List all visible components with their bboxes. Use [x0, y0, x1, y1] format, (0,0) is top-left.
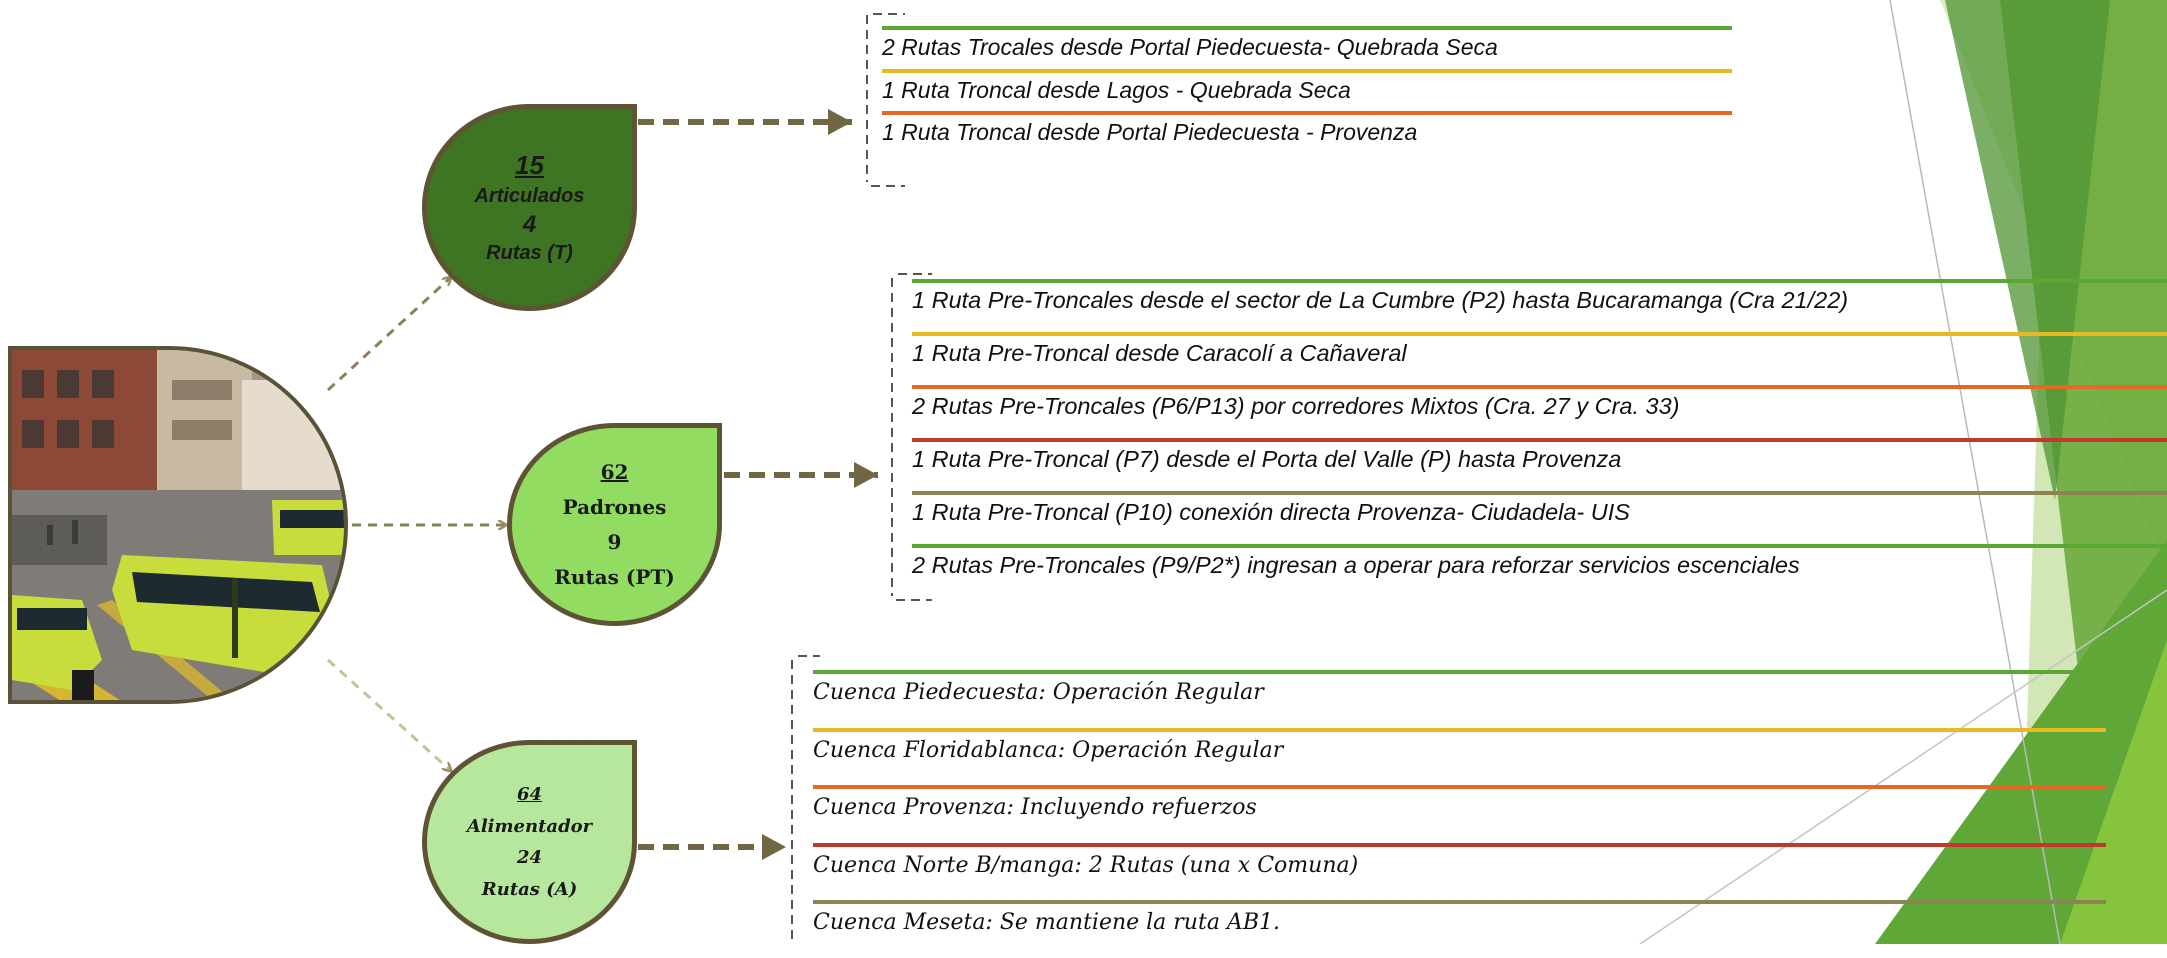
list-item-line	[813, 785, 2106, 789]
list-item-text: 1 Ruta Troncal desde Lagos - Quebrada Se…	[882, 76, 1351, 103]
list-item-line	[912, 332, 2167, 336]
alimentador-count: 64	[516, 784, 543, 805]
padrones-routes-label: Rutas (PT)	[554, 564, 675, 589]
padrones-node: 62 Padrones 9 Rutas (PT)	[507, 423, 722, 626]
list-item: Cuenca Floridablanca: Operación Regular	[813, 727, 2106, 786]
alimentador-routes-count: 24	[516, 847, 543, 868]
list-item-text: 1 Ruta Pre-Troncal desde Caracolí a Caña…	[912, 340, 1407, 366]
list-item-line	[882, 26, 1732, 30]
alimentador-node: 64 Alimentador 24 Rutas (A)	[422, 740, 637, 944]
list-item-line	[813, 842, 2106, 847]
list-item-line	[912, 385, 2167, 389]
list-item-line	[912, 491, 2167, 495]
list-item-text: Cuenca Meseta: Se mantiene la ruta AB1.	[813, 910, 1280, 935]
list-item: 1 Ruta Pre-Troncal desde Caracolí a Caña…	[912, 332, 2167, 385]
list-item-text: Cuenca Norte B/manga: 2 Rutas (una x Com…	[813, 852, 1359, 878]
alimentador-route-list: Cuenca Piedecuesta: Operación Regular Cu…	[813, 670, 2106, 958]
list-item-line	[813, 900, 2106, 904]
list-item-text: 1 Ruta Pre-Troncal (P7) desde el Porta d…	[912, 446, 1622, 472]
list-item-line	[882, 68, 1732, 73]
list-item: Cuenca Meseta: Se mantiene la ruta AB1.	[813, 900, 2106, 958]
list-item-text: Cuenca Piedecuesta: Operación Regular	[813, 680, 1264, 705]
list-item-text: 1 Ruta Pre-Troncales desde el sector de …	[912, 287, 1849, 313]
articulados-routes-count: 4	[522, 210, 537, 238]
list-item: 2 Rutas Trocales desde Portal Piedecuest…	[882, 26, 1732, 69]
list-brackets	[791, 13, 932, 944]
padrones-type: Padrones	[562, 494, 667, 519]
padrones-count: 62	[600, 459, 629, 484]
background-triangles	[1875, 0, 2167, 944]
list-item-text: Cuenca Floridablanca: Operación Regular	[813, 737, 1284, 763]
connector-arrows	[326, 109, 878, 860]
list-item-text: 1 Ruta Pre-Troncal (P10) conexión direct…	[912, 499, 1630, 525]
list-item-text: Cuenca Provenza: Incluyendo refuerzos	[813, 795, 1257, 820]
list-item-line	[882, 111, 1732, 115]
list-item-text: 2 Rutas Pre-Troncales (P6/P13) por corre…	[912, 393, 1680, 419]
list-item: Cuenca Piedecuesta: Operación Regular	[813, 670, 2106, 728]
padrones-routes-count: 9	[607, 529, 622, 554]
list-item: Cuenca Provenza: Incluyendo refuerzos	[813, 785, 2106, 843]
articulados-route-list: 2 Rutas Trocales desde Portal Piedecuest…	[882, 26, 1732, 154]
list-item: 1 Ruta Troncal desde Lagos - Quebrada Se…	[882, 68, 1732, 112]
list-item: 1 Ruta Pre-Troncales desde el sector de …	[912, 279, 2167, 332]
alimentador-routes-label: Rutas (A)	[481, 878, 578, 900]
list-item-text: 2 Rutas Pre-Troncales (P9/P2*) ingresan …	[912, 552, 1800, 578]
list-item: 2 Rutas Pre-Troncales (P9/P2*) ingresan …	[912, 544, 2167, 597]
list-item-line	[912, 279, 2167, 283]
list-item: 2 Rutas Pre-Troncales (P6/P13) por corre…	[912, 385, 2167, 438]
articulados-node: 15 Articulados 4 Rutas (T)	[422, 104, 637, 311]
bus-photo	[8, 346, 348, 704]
list-item-line	[912, 544, 2167, 548]
bus-photo-icon	[12, 350, 344, 700]
list-item-line	[912, 438, 2167, 442]
list-item-line	[813, 670, 2106, 674]
list-item-line	[813, 727, 2106, 732]
list-item-text: 1 Ruta Troncal desde Portal Piedecuesta …	[882, 119, 1418, 145]
list-item: 1 Ruta Pre-Troncal (P10) conexión direct…	[912, 491, 2167, 544]
padrones-route-list: 1 Ruta Pre-Troncales desde el sector de …	[912, 279, 2167, 597]
list-item: Cuenca Norte B/manga: 2 Rutas (una x Com…	[813, 842, 2106, 901]
articulados-count: 15	[515, 150, 544, 180]
articulados-routes-label: Rutas (T)	[486, 241, 573, 264]
list-item-text: 2 Rutas Trocales desde Portal Piedecuest…	[882, 34, 1498, 60]
list-item: 1 Ruta Troncal desde Portal Piedecuesta …	[882, 111, 1732, 154]
alimentador-type: Alimentador	[466, 815, 593, 837]
articulados-type: Articulados	[474, 184, 585, 207]
list-item: 1 Ruta Pre-Troncal (P7) desde el Porta d…	[912, 438, 2167, 491]
